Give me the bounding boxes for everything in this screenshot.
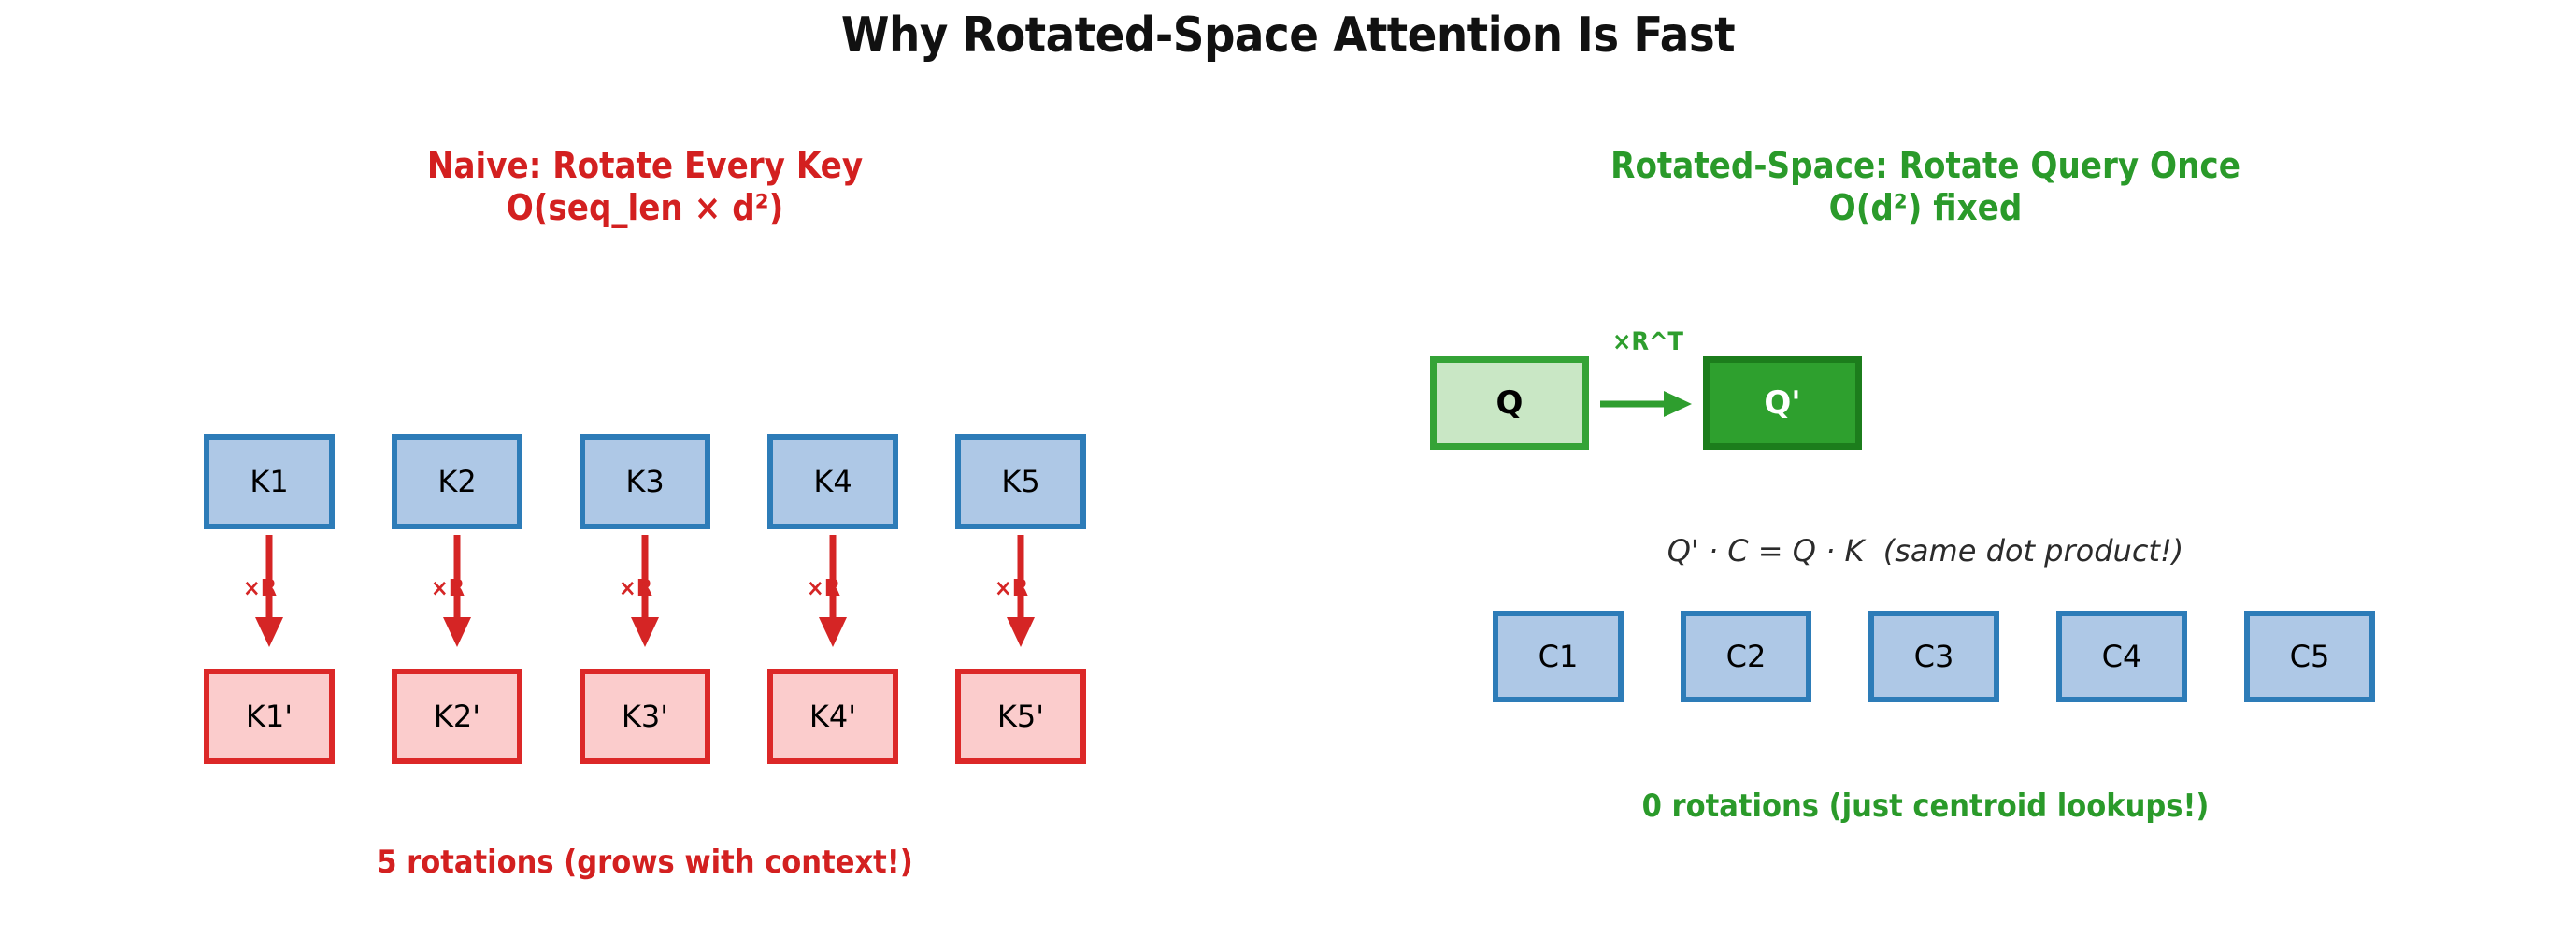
key-box-k5: K5 [955,434,1086,529]
rotate-label-4: ×R [806,574,841,601]
centroid-box-c4: C4 [2056,611,2187,702]
query-box-q: Q [1430,356,1589,450]
centroid-box-c2: C2 [1681,611,1811,702]
rotated-key-box-k2: K2' [392,669,522,764]
query-box-q-prime: Q' [1703,356,1862,450]
rotate-arrow-1 [241,535,297,649]
left-panel-heading: Naive: Rotate Every Key O(seq_len × d²) [131,145,1159,229]
rotate-arrow-4 [805,535,861,649]
centroid-box-c5: C5 [2244,611,2375,702]
left-panel-caption: 5 rotations (grows with context!) [377,844,913,881]
right-heading-line2: O(d²) fixed [1828,186,2023,228]
query-rotation-label: ×R^T [1612,327,1683,356]
centroid-box-c3: C3 [1868,611,1999,702]
centroid-box-c1: C1 [1493,611,1624,702]
rotated-key-box-k3: K3' [580,669,710,764]
right-panel-caption: 0 rotations (just centroid lookups!) [1641,787,2210,825]
rotate-label-1: ×R [242,574,278,601]
key-box-k2: K2 [392,434,522,529]
left-heading-line1: Naive: Rotate Every Key [426,145,864,186]
key-box-k4: K4 [767,434,898,529]
rotate-arrow-5 [993,535,1049,649]
right-panel-heading: Rotated-Space: Rotate Query Once O(d²) f… [1402,145,2449,229]
query-rotation-arrow [1600,387,1694,421]
rotate-arrow-3 [617,535,673,649]
key-box-k1: K1 [204,434,335,529]
rotated-key-box-k5: K5' [955,669,1086,764]
page-title: Why Rotated-Space Attention Is Fast [840,7,1736,64]
rotated-key-box-k4: K4' [767,669,898,764]
rotate-label-3: ×R [618,574,653,601]
key-box-k3: K3 [580,434,710,529]
dot-product-equation: Q' · C = Q · K (same dot product!) [1667,533,2184,569]
rotated-key-box-k1: K1' [204,669,335,764]
rotate-label-5: ×R [994,574,1029,601]
left-heading-line2: O(seq_len × d²) [506,186,784,228]
right-heading-line1: Rotated-Space: Rotate Query Once [1610,145,2240,186]
rotate-arrow-2 [429,535,485,649]
rotate-label-2: ×R [430,574,465,601]
